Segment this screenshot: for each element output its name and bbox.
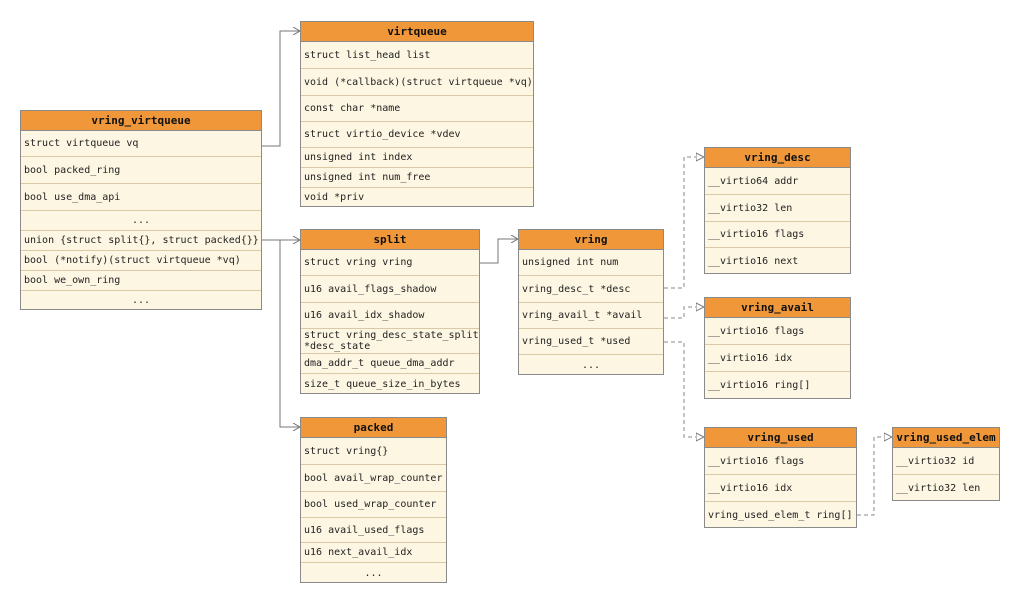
field-row-ellipsis: ... bbox=[131, 295, 151, 306]
box-vring-used: vring_used __virtio16 flags __virtio16 i… bbox=[704, 427, 857, 528]
box-vring: vring unsigned int num vring_desc_t *des… bbox=[518, 229, 664, 375]
edge-ring-to-vring-used-elem bbox=[857, 437, 892, 516]
box-packed: packed struct vring{} bool avail_wrap_co… bbox=[300, 417, 447, 583]
box-vring-virtqueue: vring_virtqueue struct virtqueue vq bool… bbox=[20, 110, 262, 310]
edge-split-to-vring bbox=[480, 239, 518, 264]
box-vring-used-elem: vring_used_elem __virtio32 id __virtio32… bbox=[892, 427, 1000, 501]
field-row: __virtio16 ring[] bbox=[708, 380, 811, 391]
field-row: struct vring vring bbox=[301, 250, 479, 276]
box-title: split bbox=[301, 230, 479, 250]
field-row: union {struct split{}, struct packed{}} bbox=[21, 231, 261, 251]
box-title: vring_avail bbox=[705, 298, 850, 318]
field-row: unsigned int num bbox=[519, 250, 663, 276]
field-row: vring_used_elem_t ring[] bbox=[708, 509, 853, 521]
field-row: struct vring{} bbox=[301, 438, 446, 465]
field-row: dma_addr_t queue_dma_addr bbox=[301, 354, 479, 374]
box-vring-avail: vring_avail __virtio16 flags __virtio16 … bbox=[704, 297, 851, 399]
field-row: bool use_dma_api bbox=[21, 184, 261, 211]
field-line: struct vring_desc_state_split bbox=[304, 330, 479, 341]
field-row: u16 avail_used_flags bbox=[301, 518, 446, 543]
box-title: virtqueue bbox=[301, 22, 533, 42]
box-vring-desc: vring_desc __virtio64 addr __virtio32 le… bbox=[704, 147, 851, 274]
field-row: vring_used_t *used bbox=[519, 329, 663, 355]
field-row: unsigned int num_free bbox=[301, 168, 533, 188]
field-row-ellipsis: ... bbox=[581, 359, 601, 371]
field-row: __virtio32 id bbox=[893, 448, 999, 475]
field-row: bool we_own_ring bbox=[21, 271, 261, 291]
field-row: __virtio16 flags bbox=[705, 222, 850, 248]
field-row: unsigned int index bbox=[301, 148, 533, 168]
field-row: const char *name bbox=[301, 96, 533, 122]
field-row: __virtio16 idx bbox=[705, 345, 850, 372]
field-row: bool used_wrap_counter bbox=[301, 492, 446, 518]
field-row-ellipsis: ... bbox=[364, 567, 383, 579]
field-row: vring_avail_t *avail bbox=[519, 303, 663, 329]
field-row: void (*callback)(struct virtqueue *vq) bbox=[301, 69, 533, 96]
field-row: __virtio16 flags bbox=[705, 318, 850, 345]
field-line: *desc_state bbox=[304, 341, 371, 352]
box-title: vring_virtqueue bbox=[21, 111, 261, 131]
field-row: __virtio16 next bbox=[708, 255, 799, 267]
field-row: __virtio16 idx bbox=[705, 475, 856, 502]
field-row: __virtio32 len bbox=[896, 482, 981, 494]
field-row: bool packed_ring bbox=[21, 157, 261, 184]
field-row: __virtio64 addr bbox=[705, 168, 850, 195]
box-split: split struct vring vring u16 avail_flags… bbox=[300, 229, 480, 394]
field-row: __virtio16 flags bbox=[705, 448, 856, 475]
field-row: u16 avail_flags_shadow bbox=[301, 276, 479, 303]
edge-desc-to-vring-desc bbox=[664, 157, 704, 289]
box-title: vring_used_elem bbox=[893, 428, 999, 448]
field-row-multiline: struct vring_desc_state_split *desc_stat… bbox=[301, 329, 479, 354]
field-row: struct list_head list bbox=[301, 42, 533, 69]
box-virtqueue: virtqueue struct list_head list void (*c… bbox=[300, 21, 534, 207]
field-row: bool avail_wrap_counter bbox=[301, 465, 446, 492]
edge-vq-to-virtqueue bbox=[262, 31, 300, 147]
field-row: size_t queue_size_in_bytes bbox=[304, 378, 461, 390]
field-row: u16 next_avail_idx bbox=[301, 543, 446, 563]
field-row: struct virtqueue vq bbox=[21, 131, 261, 157]
field-row: bool (*notify)(struct virtqueue *vq) bbox=[21, 251, 261, 271]
field-row: vring_desc_t *desc bbox=[519, 276, 663, 303]
field-row: void *priv bbox=[304, 192, 365, 203]
box-title: vring_desc bbox=[705, 148, 850, 168]
edge-avail-to-vring-avail bbox=[664, 307, 704, 319]
box-title: vring_used bbox=[705, 428, 856, 448]
field-row: u16 avail_idx_shadow bbox=[301, 303, 479, 329]
field-row-ellipsis: ... bbox=[21, 211, 261, 231]
field-row: __virtio32 len bbox=[705, 195, 850, 222]
edge-used-to-vring-used bbox=[664, 341, 704, 437]
edge-union-to-packed bbox=[262, 239, 300, 427]
field-row: struct virtio_device *vdev bbox=[301, 122, 533, 148]
box-title: vring bbox=[519, 230, 663, 250]
box-title: packed bbox=[301, 418, 446, 438]
